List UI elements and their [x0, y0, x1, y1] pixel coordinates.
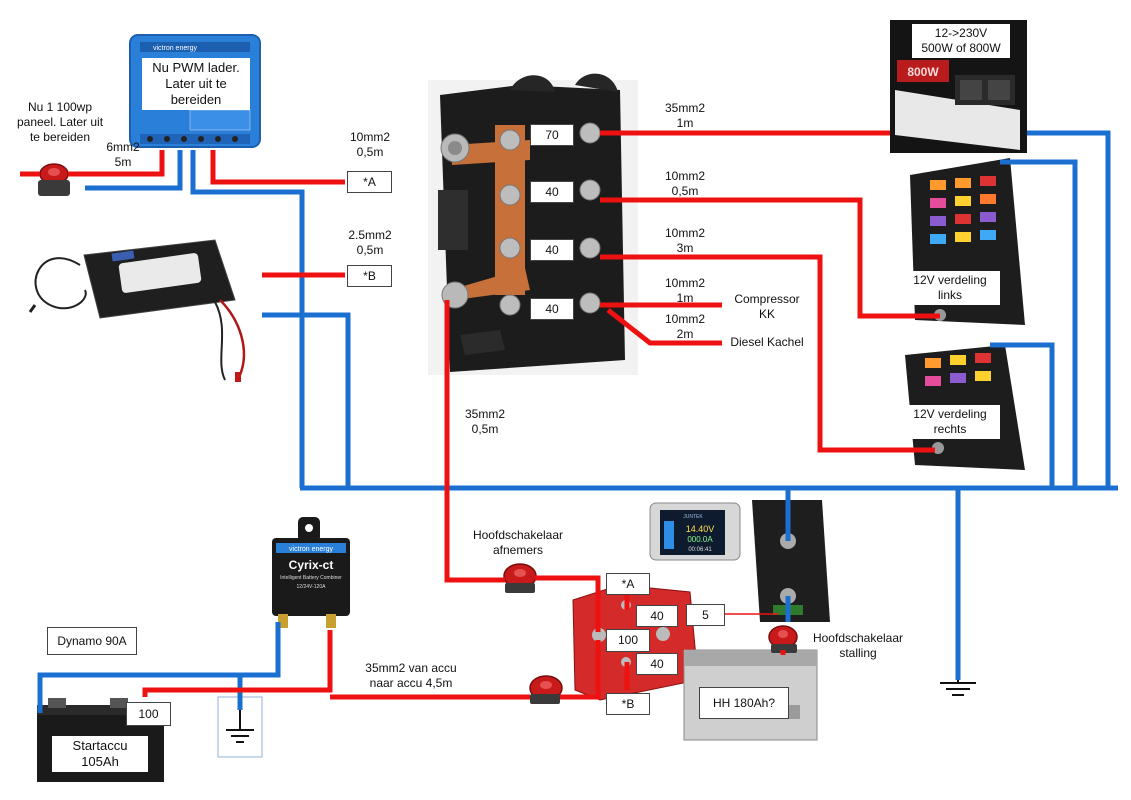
breaker-storage-icon: [768, 625, 798, 653]
ref-b-box: *B: [347, 265, 392, 287]
breaker-combiner-icon: [529, 675, 563, 704]
fuse-40-box-1: 40: [530, 181, 574, 203]
wire-35mm-1m-label: 35mm2 1m: [664, 101, 705, 130]
wire-2-5mm-label: 2.5mm2 0,5m: [348, 228, 392, 257]
ground-symbol-chassis: [940, 680, 976, 696]
pwm-charger-label: Nu PWM lader. Later uit te bereiden: [142, 58, 250, 110]
cyrix-model: Cyrix-ct: [289, 558, 334, 572]
solar-breaker-icon: [38, 163, 70, 196]
breaker-loads-icon: [503, 563, 537, 593]
solar-panel-label: Nu 1 100wp paneel. Later uit te bereiden: [16, 100, 104, 144]
shunt: [752, 500, 830, 622]
wire-10mm-a-label: 10mm2 0,5m: [349, 130, 390, 159]
monitor-brand: JUNTEK: [683, 514, 703, 520]
bus-fuse-40-top-box: 40: [636, 605, 678, 627]
cyrix-brand: victron energy: [289, 546, 333, 553]
main-switch-storage-label: Hoofdschakelaar stalling: [812, 631, 904, 660]
compressor-label: Compressor KK: [734, 292, 800, 321]
negative-wiring: [37, 130, 1118, 713]
fuse-block: [428, 73, 638, 375]
distribution-right-label: 12V verdeling rechts: [900, 405, 1000, 439]
wire-35mm-0-5m-label: 35mm2 0,5m: [464, 407, 505, 436]
fuse-70-box: 70: [530, 124, 574, 146]
pwm-brand: victron energy: [153, 45, 197, 52]
battery-monitor: JUNTEK 14.40V 000.0A 00:06:41: [649, 502, 741, 561]
monitor-voltage: 14.40V: [686, 524, 715, 534]
fuse-5-box: 5: [686, 604, 725, 626]
cyrix-subtitle: Intelligent Battery Combiner: [280, 575, 342, 581]
battery-charger: [28, 239, 246, 382]
dynamo-box: Dynamo 90A: [47, 627, 137, 655]
inverter-badge: 800W: [907, 65, 939, 79]
fuse-100-start-box: 100: [126, 702, 171, 726]
inverter-label: 12->230V 500W of 800W: [912, 24, 1010, 58]
bus-ref-a-box: *A: [606, 573, 650, 595]
bus-ref-b-box: *B: [606, 693, 650, 715]
fuse-40-box-2: 40: [530, 239, 574, 261]
house-battery-label: HH 180Ah?: [699, 687, 789, 719]
distribution-left-label: 12V verdeling links: [900, 271, 1000, 305]
wire-10mm-0-5m-label: 10mm2 0,5m: [664, 169, 705, 198]
monitor-time: 00:06:41: [688, 547, 712, 553]
monitor-current: 000.0A: [687, 535, 713, 544]
bus-fuse-40-bottom-box: 40: [636, 653, 678, 675]
positive-wiring: [20, 130, 940, 700]
wire-10mm-2m-label: 10mm2 2m: [664, 312, 705, 341]
cyrix-spec: 12/24V-120A: [297, 584, 327, 590]
wire-35mm-accu-label: 35mm2 van accu naar accu 4,5m: [365, 661, 457, 690]
fuse-40-box-3: 40: [530, 298, 574, 320]
wire-10mm-3m-label: 10mm2 3m: [664, 226, 705, 255]
ground-symbol-start: [226, 710, 254, 743]
diesel-heater-label: Diesel Kachel: [730, 335, 804, 349]
wire-10mm-1m-label: 10mm2 1m: [664, 276, 705, 305]
start-battery-label: Startaccu 105Ah: [52, 736, 148, 772]
ref-a-box: *A: [347, 171, 392, 193]
main-switch-loads-label: Hoofdschakelaar afnemers: [472, 528, 564, 557]
cyrix-ct: victron energy Cyrix-ct Intelligent Batt…: [272, 517, 350, 628]
wire-6mm-label: 6mm2 5m: [106, 140, 140, 169]
bus-fuse-100-box: 100: [606, 629, 650, 652]
